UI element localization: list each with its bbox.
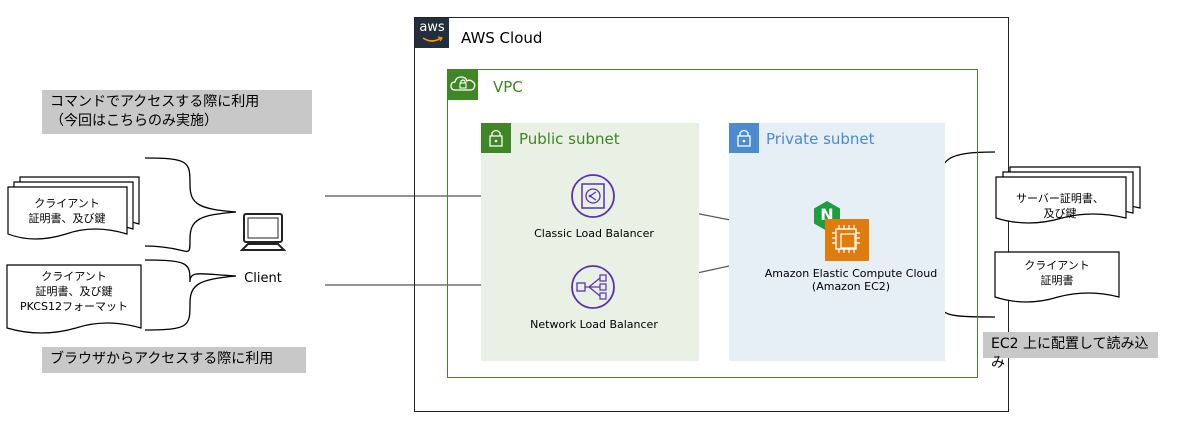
server-doc2-line2: 証明書 [1040,274,1074,287]
note-command-line1: コマンドでアクセスする際に利用 [50,94,260,110]
server-cert-doc-stack-shape [995,166,1141,224]
classic-load-balancer-label: Classic Load Balancer [534,227,654,240]
left-brace-top [144,157,237,253]
public-subnet-title: Public subnet [519,130,620,148]
ec2-icon [825,219,869,261]
vpc-group [447,69,978,378]
client-cert-doc-stack: クライアント 証明書、及び鍵 [8,196,126,226]
vpc-cloud-lock-icon [450,76,476,91]
network-load-balancer-label: Network Load Balancer [530,318,658,331]
server-doc2-line1: クライアント [1024,259,1090,272]
aws-logo-text: aws [419,20,445,35]
server-doc1-line1: サーバー証明書、 [1016,192,1104,205]
lock-icon [489,129,503,147]
note-browser-access: ブラウザからアクセスする際に利用 [42,347,306,373]
client-pkcs12-doc-shape [6,264,142,334]
ec2-label: Amazon Elastic Compute Cloud (Amazon EC2… [762,267,940,293]
private-subnet-title: Private subnet [766,130,875,148]
client-label: Client [244,271,282,286]
aws-smile-icon [422,36,443,42]
lock-icon [737,129,751,147]
vpc-title: VPC [493,78,523,96]
note-ec2-deploy: EC2 上に配置して読み込み [983,332,1158,371]
client-doc1-line1: クライアント [34,197,100,210]
client-doc2-line3: PKCS12フォーマット [20,300,128,313]
server-doc1-line2: 及び鍵 [1043,207,1077,220]
server-client-cert-doc: クライアント 証明書 [994,258,1120,288]
client-cert-doc-stack-shape [7,176,140,240]
vpc-cloud-icon [448,70,478,100]
left-brace-bottom [144,259,237,331]
classic-load-balancer-icon [571,174,615,218]
client-doc2-line1: クライアント [41,270,107,283]
aws-cloud-title: AWS Cloud [461,29,543,47]
client-pkcs12-doc: クライアント 証明書、及び鍵 PKCS12フォーマット [6,269,142,314]
public-lock-icon [481,123,511,153]
ec2-label-line1: Amazon Elastic Compute Cloud [764,267,938,280]
ec2-label-line2: (Amazon EC2) [811,280,891,293]
note-command-line2: （今回はこちらのみ実施） [50,113,218,129]
server-client-cert-doc-shape [994,251,1120,303]
private-lock-icon [729,123,759,153]
client-doc1-line2: 証明書、及び鍵 [28,212,106,225]
server-cert-doc-stack: サーバー証明書、 及び鍵 [996,191,1124,221]
public-subnet-group [481,123,699,361]
client-doc2-line2: 証明書、及び鍵 [35,285,113,298]
network-load-balancer-icon [571,265,615,309]
client-computer-icon [240,213,286,251]
note-command-access: コマンドでアクセスする際に利用 （今回はこちらのみ実施） [42,90,312,134]
aws-logo-icon: aws [415,18,449,48]
